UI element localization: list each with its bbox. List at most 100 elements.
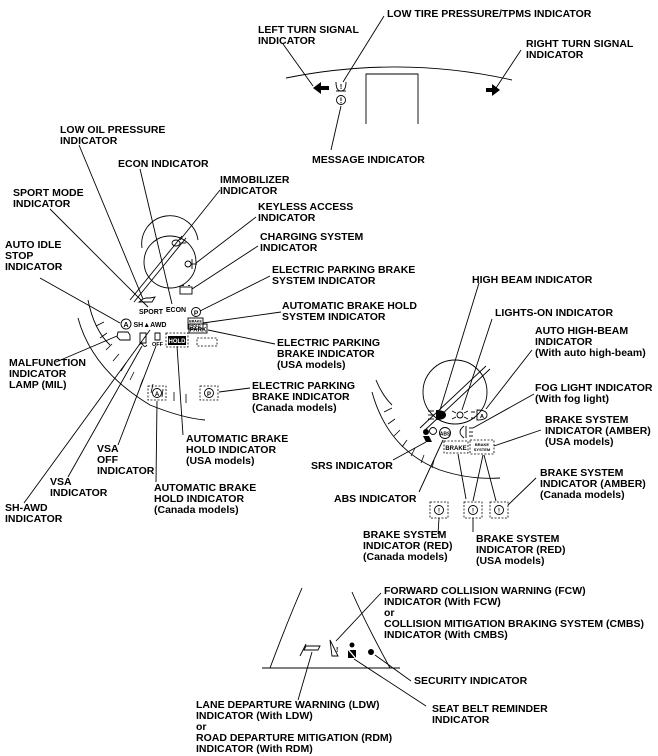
bottom-left-bezel	[269, 587, 303, 669]
econ-icon: ECON	[166, 307, 186, 314]
srs-airbag-icon	[423, 427, 437, 442]
label-ldw: LANE DEPARTURE WARNING (LDW)INDICATOR (W…	[196, 699, 392, 755]
svg-text:A: A	[123, 322, 128, 329]
battery-icon	[179, 285, 193, 295]
brake-red-usa-icon: !	[463, 501, 483, 519]
svg-text:!: !	[336, 647, 338, 654]
bottom-cluster: !	[262, 587, 400, 669]
label-high-beam: HIGH BEAM INDICATOR	[472, 274, 593, 286]
svg-text:!: !	[472, 509, 474, 515]
label-lights-on: LIGHTS-ON INDICATOR	[495, 307, 613, 319]
svg-text:!: !	[498, 509, 500, 515]
svg-text:ABS: ABS	[440, 432, 451, 438]
right-dial-needle	[419, 365, 487, 429]
svg-text:SYSTEM: SYSTEM	[474, 447, 491, 452]
keyless-access-icon	[184, 259, 197, 269]
leader-lines	[23, 15, 542, 707]
auto-brake-hold-canada-icon: A	[147, 385, 167, 401]
svg-text:A: A	[480, 414, 484, 420]
svg-text:BRAKE: BRAKE	[475, 442, 490, 447]
fcw-icon: !	[329, 639, 339, 657]
sport-icon: SPORT	[139, 309, 164, 316]
vsa-off-icon: OFF	[152, 332, 164, 348]
hold-usa-icon: HOLD	[168, 336, 186, 345]
right-cluster: A ABS BRAKE BRAKE	[371, 359, 509, 519]
svg-text:!: !	[438, 509, 440, 515]
brake-amber-canada-icon: !	[489, 501, 509, 519]
engine-icon	[116, 331, 131, 341]
brake-system-usa-box: BRAKE SYSTEM	[469, 439, 495, 455]
brake-amber-canada-box: BRAKE	[443, 440, 469, 454]
svg-text:BRAKE: BRAKE	[445, 446, 466, 452]
epb-usa-dash-box	[196, 337, 218, 347]
right-gauge-bezel	[375, 379, 393, 406]
label-econ: ECON INDICATOR	[118, 158, 209, 170]
lights-on-icon	[451, 410, 469, 420]
svg-text:P: P	[194, 310, 199, 317]
left-gauge-outer	[77, 317, 206, 421]
epb-system-icon: P	[191, 307, 201, 317]
abs-icon: ABS	[439, 427, 451, 439]
high-beam-icon	[428, 410, 446, 420]
label-security: SECURITY INDICATOR	[414, 675, 528, 687]
top-display-frame	[365, 73, 419, 124]
bottom-right-bezel	[351, 591, 391, 669]
ldw-icon	[299, 643, 321, 657]
label-abs: ABS INDICATOR	[334, 493, 417, 505]
seatbelt-icon	[346, 642, 358, 661]
security-icon	[368, 649, 374, 655]
label-fcw: FORWARD COLLISION WARNING (FCW)INDICATOR…	[384, 585, 644, 641]
left-tach-dial	[141, 215, 199, 249]
svg-text:P: P	[207, 392, 211, 398]
immobilizer-icon	[171, 239, 186, 247]
brake-red-canada-icon: !	[429, 501, 449, 519]
svg-text:A: A	[155, 392, 160, 398]
brake-hold-system-icon: BRAKE HOLD	[187, 317, 204, 330]
left-turn-arrow-icon	[313, 82, 329, 94]
tpms-icon: !	[335, 81, 347, 92]
svg-text:HOLD: HOLD	[169, 339, 187, 345]
label-message: MESSAGE INDICATOR	[312, 154, 425, 166]
sh-awd-icon: SH▲AWD	[134, 322, 167, 329]
auto-idle-stop-icon: A	[120, 318, 132, 330]
right-gauge-ticks	[383, 407, 435, 469]
label-fog: FOG LIGHT INDICATOR(With fog light)	[535, 382, 653, 405]
oil-can-icon	[137, 296, 156, 303]
svg-text:HOLD: HOLD	[190, 324, 201, 328]
left-gauge-bezel	[87, 299, 111, 346]
svg-text:BRAKE: BRAKE	[189, 320, 202, 324]
message-icon	[336, 95, 346, 105]
top-cluster: !	[285, 66, 513, 124]
top-gauge-arc	[285, 66, 513, 81]
label-srs: SRS INDICATOR	[311, 460, 393, 472]
left-cluster: SPORT ECON P BRAKE HOLD A SH▲AWD PARK	[77, 215, 219, 421]
svg-text:!: !	[340, 84, 342, 91]
svg-text:PARK: PARK	[190, 328, 207, 334]
svg-text:OFF: OFF	[152, 342, 164, 348]
right-gauge-outer	[371, 391, 501, 479]
right-turn-arrow-icon	[486, 84, 500, 96]
